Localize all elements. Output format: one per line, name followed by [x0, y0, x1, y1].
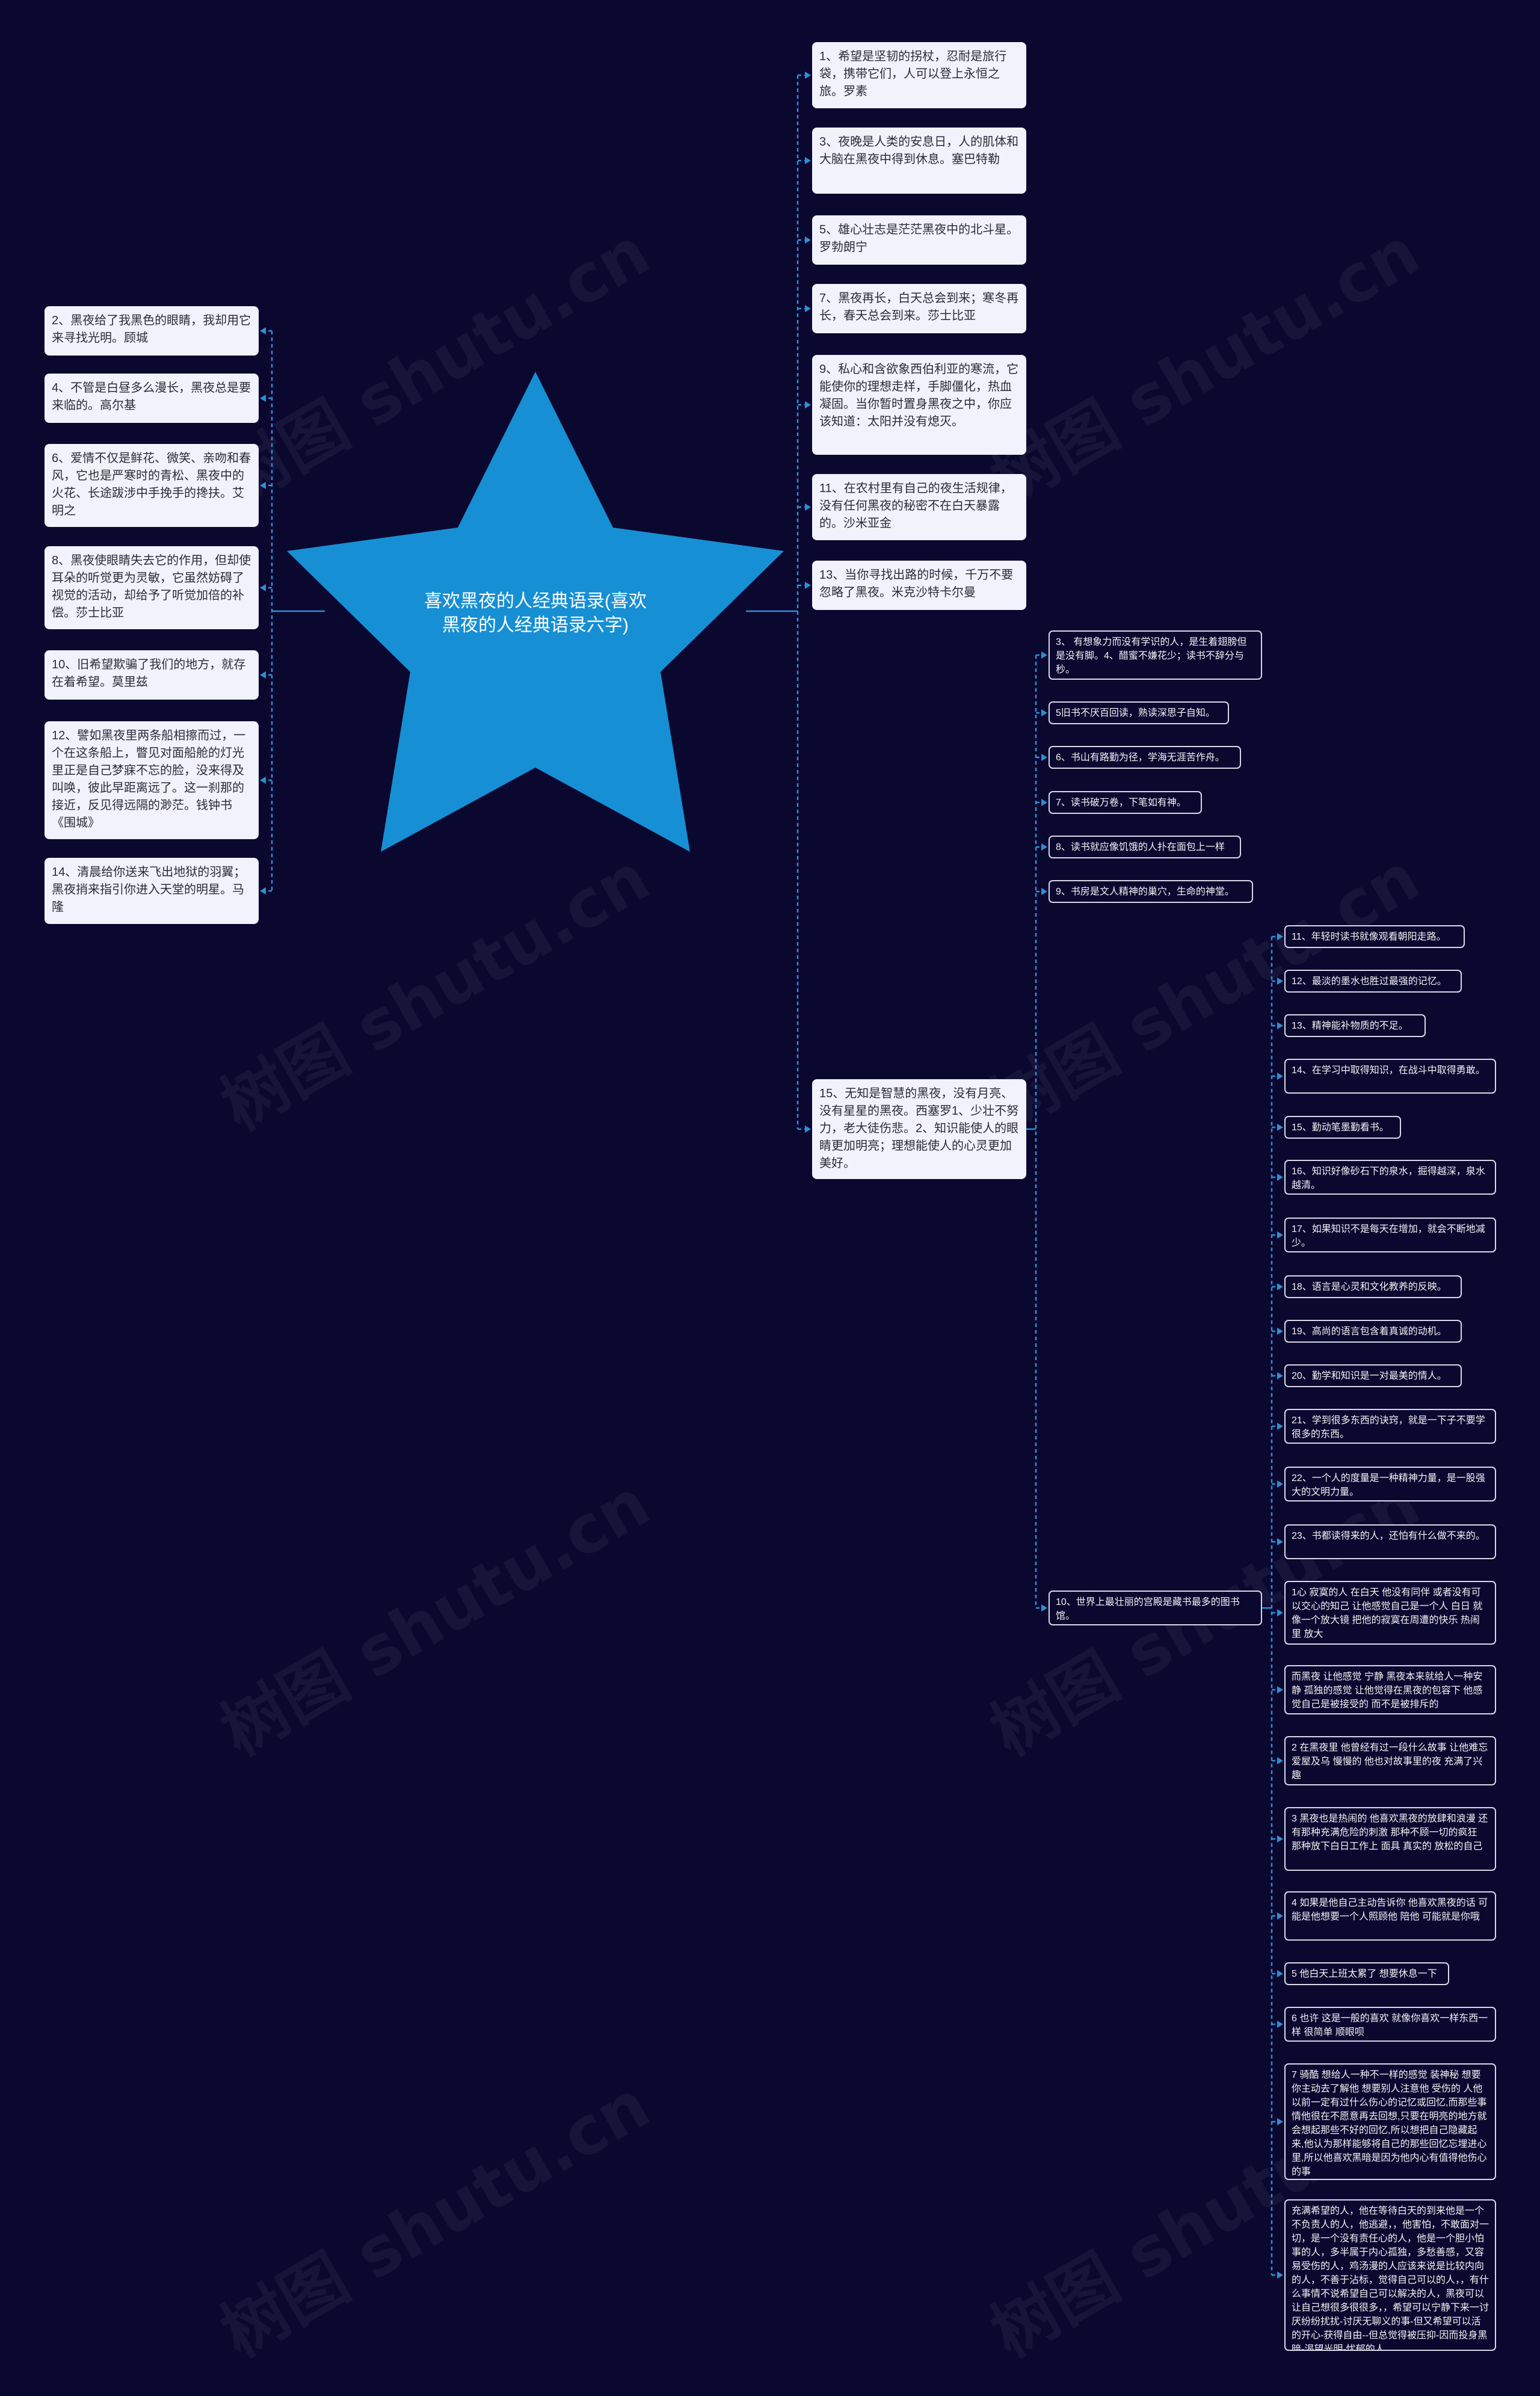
connector-arrow	[1277, 933, 1283, 940]
connector-arrow	[1041, 843, 1047, 851]
detail-node[interactable]: 16、知识好像砂石下的泉水，掘得越深，泉水越清。	[1284, 1160, 1496, 1195]
connector-arrow	[1277, 1757, 1283, 1764]
connector-arrow	[1277, 1538, 1283, 1545]
right-node[interactable]: 15、无知是智慧的黑夜，没有月亮、没有星星的黑夜。西塞罗1、少壮不努力，老大徒伤…	[812, 1079, 1026, 1179]
connector-arrow	[1277, 1686, 1283, 1693]
sub-node[interactable]: 10、世界上最壮丽的宫殿是藏书最多的图书馆。	[1049, 1591, 1262, 1625]
connector-arrow	[1277, 1231, 1283, 1239]
right-node[interactable]: 11、在农村里有自己的夜生活规律，没有任何黑夜的秘密不在白天暴露的。沙米亚金	[812, 474, 1026, 540]
connector-arrow	[1277, 1073, 1283, 1080]
connector-arrow	[260, 887, 266, 895]
connector-arrow	[260, 395, 266, 402]
connector-arrow	[1277, 1423, 1283, 1430]
detail-node[interactable]: 1心 寂寞的人 在白天 他没有同伴 或者没有可以交心的知己 让他感觉自己是一个人…	[1284, 1581, 1496, 1645]
sub-node[interactable]: 5旧书不厌百回读，熟读深思子自知。	[1049, 701, 1229, 724]
sub-node[interactable]: 3、 有想象力而没有学识的人，是生着翅膀但是没有脚。4、醋蜜不嫌花少；读书不辞分…	[1049, 630, 1262, 680]
detail-node[interactable]: 2 在黑夜里 他曾经有过一段什么故事 让他难忘 爱屋及乌 慢慢的 他也对故事里的…	[1284, 1736, 1496, 1785]
connector-arrow	[1277, 1372, 1283, 1379]
connector-arrow	[1041, 799, 1047, 806]
connector-arrow	[1277, 2021, 1283, 2028]
connector-arrow	[1277, 1174, 1283, 1181]
detail-node[interactable]: 21、学到很多东西的诀窍，就是一下子不要学很多的东西。	[1284, 1409, 1496, 1444]
connector-arrow	[1041, 754, 1047, 761]
detail-node[interactable]: 18、语言是心灵和文化教养的反映。	[1284, 1275, 1462, 1298]
detail-node[interactable]: 19、高尚的语言包含着真诚的动机。	[1284, 1320, 1462, 1343]
connector-arrow	[260, 671, 266, 679]
connector-arrow	[1277, 1328, 1283, 1335]
sub-node[interactable]: 9、书房是文人精神的巢穴，生命的神堂。	[1049, 880, 1253, 903]
detail-node[interactable]: 15、勤动笔墨勤看书。	[1284, 1116, 1401, 1139]
detail-node[interactable]: 而黑夜 让他感觉 宁静 黑夜本来就给人一种安静 孤独的感觉 让他觉得在黑夜的包容…	[1284, 1665, 1496, 1714]
connector-arrow	[1277, 1609, 1283, 1616]
right-node[interactable]: 5、雄心壮志是茫茫黑夜中的北斗星。罗勃朗宁	[812, 215, 1026, 265]
right-node[interactable]: 9、私心和含欲象西伯利亚的寒流，它能使你的理想走样，手脚僵化，热血凝固。当你暂时…	[812, 355, 1026, 455]
detail-node[interactable]: 3 黑夜也是热闹的 他喜欢黑夜的放肆和浪漫 还有那种充满危险的刺激 那种不顾一切…	[1284, 1807, 1496, 1871]
right-node[interactable]: 13、当你寻找出路的时候，千万不要忽略了黑夜。米克沙特卡尔曼	[812, 561, 1026, 610]
connector-arrow	[1277, 2271, 1283, 2279]
left-node[interactable]: 12、譬如黑夜里两条船相擦而过，一个在这条船上，瞥见对面船舱的灯光里正是自己梦寐…	[45, 721, 259, 839]
connector-arrow	[1277, 1022, 1283, 1029]
left-node[interactable]: 14、清晨给你送来飞出地狱的羽翼；黑夜捎来指引你进入天堂的明星。马隆	[45, 858, 259, 924]
connector-arrow	[805, 305, 811, 312]
left-node[interactable]: 2、黑夜给了我黑色的眼睛，我却用它来寻找光明。顾城	[45, 306, 259, 356]
detail-node[interactable]: 23、书都读得来的人，还怕有什么做不来的。	[1284, 1524, 1496, 1559]
root-star-shape	[287, 372, 784, 852]
connector-arrow	[260, 482, 266, 489]
connector-arrow	[260, 327, 266, 334]
connector-arrow	[805, 72, 811, 79]
left-node[interactable]: 6、爱情不仅是鲜花、微笑、亲吻和春风，它也是严寒时的青松、黑夜中的火花、长途跋涉…	[45, 444, 259, 527]
connector-arrow	[805, 157, 811, 164]
connector-arrow	[1277, 1480, 1283, 1488]
detail-node[interactable]: 6 也许 这是一般的喜欢 就像你喜欢一样东西一样 很简单 顺眼呗	[1284, 2007, 1496, 2042]
detail-node[interactable]: 17、如果知识不是每天在增加，就会不断地减少。	[1284, 1218, 1496, 1252]
connector-arrow	[1041, 1604, 1047, 1612]
detail-node[interactable]: 11、年轻时读书就像观看朝阳走路。	[1284, 925, 1465, 948]
connector-arrow	[260, 777, 266, 784]
connector-arrow	[260, 584, 266, 591]
connector-arrow	[1041, 709, 1047, 716]
right-node[interactable]: 7、黑夜再长，白天总会到来；寒冬再长，春天总会到来。莎士比亚	[812, 284, 1026, 333]
connector-arrow	[1277, 2118, 1283, 2125]
detail-node[interactable]: 13、精神能补物质的不足。	[1284, 1014, 1426, 1037]
root-title: 喜欢黑夜的人经典语录(喜欢黑夜的人经典语录六字)	[424, 591, 647, 635]
connector-arrow	[805, 504, 811, 511]
connector-arrow	[1041, 651, 1047, 659]
connector-arrow	[805, 582, 811, 589]
connector-arrow	[1277, 1835, 1283, 1843]
detail-node[interactable]: 充满希望的人，他在等待白天的到来他是一个不负责人的人，他逃避，，他害怕，不敢面对…	[1284, 2199, 1496, 2351]
connector-arrow	[805, 1126, 811, 1133]
connector-arrow	[1277, 1912, 1283, 1920]
sub-node[interactable]: 8、读书就应像饥饿的人扑在面包上一样	[1049, 836, 1241, 858]
left-node[interactable]: 4、不管是白昼多么漫长，黑夜总是要来临的。高尔基	[45, 374, 259, 423]
connector-arrow	[805, 236, 811, 244]
connector-arrow	[1277, 1283, 1283, 1290]
connector-arrow	[1277, 1970, 1283, 1977]
left-node[interactable]: 8、黑夜使眼睛失去它的作用，但却使耳朵的听觉更为灵敏，它虽然妨碍了视觉的活动，却…	[45, 546, 259, 629]
right-node[interactable]: 1、希望是坚韧的拐杖，忍耐是旅行袋，携带它们，人可以登上永恒之旅。罗素	[812, 42, 1026, 108]
connector-arrow	[1277, 978, 1283, 985]
sub-node[interactable]: 7、读书破万卷，下笔如有神。	[1049, 791, 1202, 814]
detail-node[interactable]: 14、在学习中取得知识，在战斗中取得勇敢。	[1284, 1059, 1496, 1094]
sub-node[interactable]: 6、书山有路勤为径，学海无涯苦作舟。	[1049, 746, 1241, 769]
right-node[interactable]: 3、夜晚是人类的安息日，人的肌体和大脑在黑夜中得到休息。塞巴特勒	[812, 128, 1026, 194]
detail-node[interactable]: 22、一个人的度量是一种精神力量，是一股强大的文明力量。	[1284, 1467, 1496, 1501]
left-node[interactable]: 10、旧希望欺骗了我们的地方，就存在着希望。莫里兹	[45, 650, 259, 700]
detail-node[interactable]: 4 如果是他自己主动告诉你 他喜欢黑夜的话 可能是他想要一个人照顾他 陪他 可能…	[1284, 1891, 1496, 1941]
connector-arrow	[805, 401, 811, 408]
detail-node[interactable]: 7 骑酷 想给人一种不一样的感觉 装神秘 想要你主动去了解他 想要别人注意他 受…	[1284, 2063, 1496, 2180]
connector-arrow	[1041, 888, 1047, 895]
detail-node[interactable]: 12、最淡的墨水也胜过最强的记忆。	[1284, 970, 1462, 993]
detail-node[interactable]: 5 他白天上班太累了 想要休息一下	[1284, 1962, 1449, 1985]
detail-node[interactable]: 20、勤学和知识是一对最美的情人。	[1284, 1364, 1462, 1387]
connector-arrow	[1277, 1124, 1283, 1131]
